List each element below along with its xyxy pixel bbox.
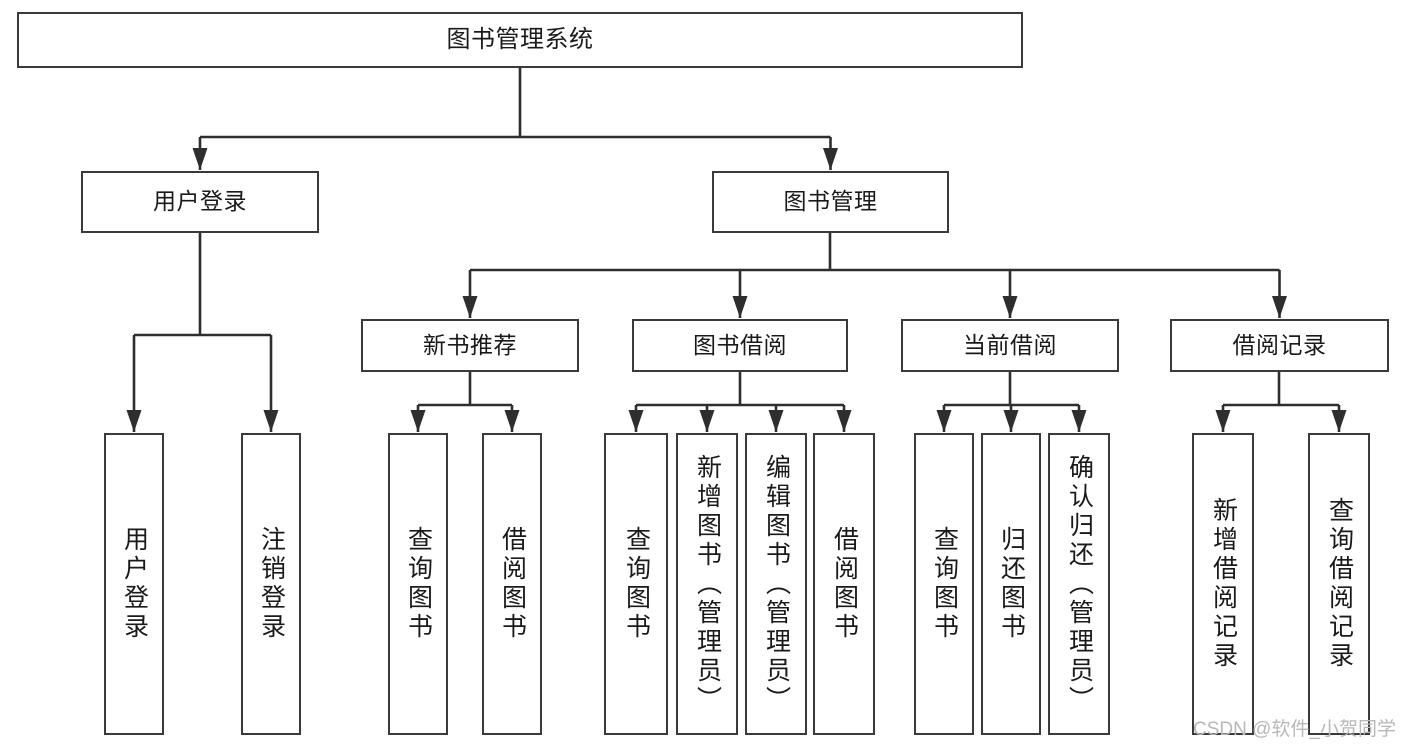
arrow-head-icon [1071, 410, 1087, 432]
node-l-return[interactable]: 归还图书 [981, 433, 1041, 735]
node-label: 归还图书 [997, 526, 1026, 642]
node-label: 查询图书 [930, 526, 959, 642]
arrow-head-icon [504, 410, 520, 432]
node-book-manage[interactable]: 图书管理 [712, 171, 949, 233]
arrow-head-icon [1003, 410, 1019, 432]
node-root[interactable]: 图书管理系统 [17, 12, 1023, 68]
node-label: 借阅图书 [498, 526, 527, 642]
node-label: 当前借阅 [963, 331, 1057, 358]
node-l-addrec[interactable]: 新增借阅记录 [1192, 433, 1254, 735]
node-label: 查询图书 [622, 526, 651, 642]
node-label: 借阅图书 [830, 526, 859, 642]
node-label: 借阅记录 [1232, 331, 1327, 358]
node-label: 图书借阅 [693, 331, 787, 358]
node-label: 新增借阅记录 [1209, 497, 1238, 671]
node-label: 用户登录 [153, 188, 247, 215]
node-label: 图书管理系统 [446, 25, 594, 53]
node-label: 查询图书 [404, 526, 433, 642]
arrow-head-icon [410, 410, 426, 432]
arrow-head-icon [192, 148, 208, 170]
node-user-login[interactable]: 用户登录 [81, 171, 319, 233]
node-l-b1[interactable]: 借阅图书 [482, 433, 542, 735]
node-borrow[interactable]: 图书借阅 [632, 319, 848, 372]
node-l-confirm[interactable]: 确认归还（管理员） [1048, 433, 1110, 735]
arrow-head-icon [126, 410, 142, 432]
arrow-head-icon [823, 148, 838, 170]
node-label: 注销登录 [257, 526, 286, 642]
node-l-b2[interactable]: 借阅图书 [813, 433, 875, 735]
arrow-head-icon [1002, 296, 1018, 318]
arrow-head-icon [732, 296, 748, 318]
arrow-head-icon [628, 410, 644, 432]
node-label: 查询借阅记录 [1325, 497, 1354, 671]
arrow-head-icon [1331, 410, 1347, 432]
node-label: 图书管理 [783, 188, 878, 215]
node-l-user-login[interactable]: 用户登录 [104, 433, 164, 735]
arrow-head-icon [836, 410, 852, 432]
arrow-head-icon [699, 410, 715, 432]
node-l-add[interactable]: 新增图书（管理员） [676, 433, 738, 735]
node-records[interactable]: 借阅记录 [1170, 319, 1389, 372]
node-l-q3[interactable]: 查询图书 [914, 433, 974, 735]
node-label: 用户登录 [120, 526, 149, 642]
node-l-q1[interactable]: 查询图书 [388, 433, 448, 735]
arrow-head-icon [936, 410, 952, 432]
arrow-head-icon [263, 410, 279, 432]
arrow-head-icon [462, 296, 478, 318]
connector-lines [126, 68, 1347, 432]
arrow-head-icon [1215, 410, 1231, 432]
node-l-logout[interactable]: 注销登录 [241, 433, 301, 735]
node-l-qrec[interactable]: 查询借阅记录 [1308, 433, 1370, 735]
node-label: 确认归还（管理员） [1065, 453, 1094, 715]
node-new-rec[interactable]: 新书推荐 [361, 319, 579, 372]
arrow-head-icon [768, 410, 784, 432]
node-label: 编辑图书（管理员） [762, 453, 791, 715]
node-label: 新增图书（管理员） [693, 453, 722, 715]
arrow-head-icon [1272, 296, 1287, 318]
node-l-q2[interactable]: 查询图书 [604, 433, 668, 735]
node-current[interactable]: 当前借阅 [901, 319, 1119, 372]
csdn-watermark: CSDN @软件_小贺同学 [1193, 719, 1396, 740]
node-l-edit[interactable]: 编辑图书（管理员） [745, 433, 807, 735]
node-label: 新书推荐 [423, 331, 517, 358]
